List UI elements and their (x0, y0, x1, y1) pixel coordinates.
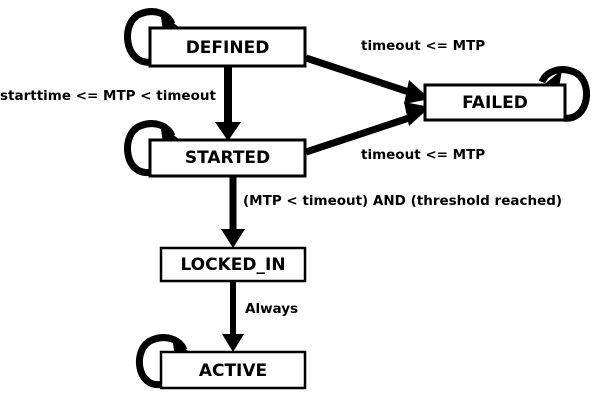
edge-started-to-failed (304, 102, 430, 156)
state-node-started[interactable]: STARTED (148, 138, 307, 178)
edge-defined-to-started (215, 66, 241, 141)
edge-label-defined-to-started: starttime <= MTP < timeout (0, 88, 216, 104)
state-label-locked-in: LOCKED_IN (180, 255, 285, 275)
state-node-locked-in[interactable]: LOCKED_IN (159, 246, 307, 283)
edge-locked-in-to-active (222, 281, 244, 352)
state-label-started: STARTED (185, 148, 270, 168)
edge-defined-to-failed (304, 54, 430, 104)
edge-started-to-locked-in (221, 176, 245, 248)
edge-label-locked-in-to-active: Always (245, 301, 298, 317)
state-node-failed[interactable]: FAILED (423, 83, 567, 122)
state-label-failed: FAILED (462, 93, 528, 113)
edge-label-started-to-failed: timeout <= MTP (361, 147, 485, 163)
state-node-active[interactable]: ACTIVE (159, 350, 307, 390)
edge-label-defined-to-failed: timeout <= MTP (361, 38, 485, 54)
state-label-defined: DEFINED (186, 38, 270, 58)
state-label-active: ACTIVE (199, 361, 267, 381)
state-node-defined[interactable]: DEFINED (148, 26, 307, 68)
edge-label-started-to-locked-in: (MTP < timeout) AND (threshold reached) (243, 193, 562, 209)
